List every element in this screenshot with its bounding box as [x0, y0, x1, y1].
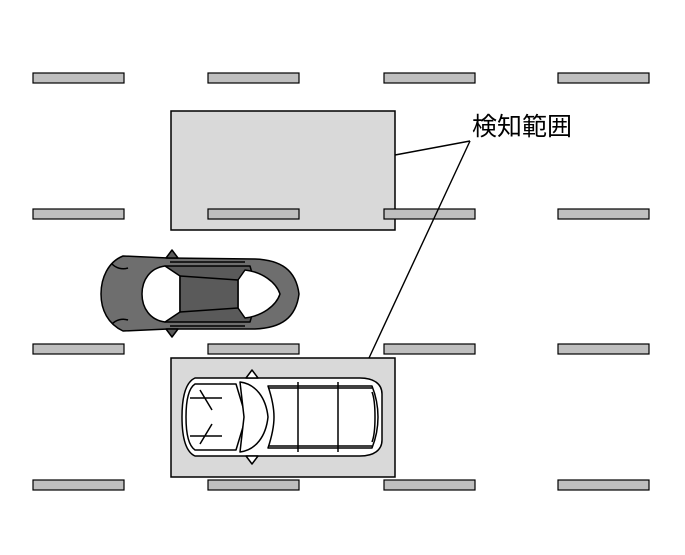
own-vehicle-mirror-top: [245, 369, 259, 379]
own-vehicle-hood: [185, 383, 247, 451]
parked-sedan-roof: [179, 275, 239, 313]
lane-mark-r3-c2: [207, 343, 300, 355]
own-vehicle-grille-lines: [190, 389, 222, 445]
lane-markings: [32, 72, 650, 491]
detection-range-label: 検知範囲: [472, 112, 572, 141]
parked-sedan-windshield: [141, 265, 181, 323]
lane-mark-r4-c3: [383, 479, 476, 491]
lane-mark-r4-c1: [32, 479, 125, 491]
parked-sedan-headlight-bottom: [111, 318, 129, 325]
leader-line-upper: [394, 140, 471, 156]
own-vehicle-rear-window: [371, 391, 376, 443]
lane-mark-r1-c1: [32, 72, 125, 84]
parked-sedan-mirror-top: [165, 249, 179, 259]
own-vehicle-windshield: [239, 381, 269, 453]
lane-mark-r2-c1: [32, 208, 125, 220]
lane-mark-r4-c4: [557, 479, 650, 491]
parked-sedan-headlight-top: [111, 263, 129, 270]
lane-markings-overlay: [207, 208, 476, 220]
lane-mark-r3-c4: [557, 343, 650, 355]
lane-mark-r3-c1: [32, 343, 125, 355]
lane-markings-lower-overlay: [207, 343, 476, 491]
parked-sedan-mirror-bottom: [165, 328, 179, 338]
lane-mark-r2-c2: [207, 208, 300, 220]
leader-line-lower: [368, 140, 471, 359]
lane-mark-r3-c3: [383, 343, 476, 355]
lane-mark-r4-c2: [207, 479, 300, 491]
own-vehicle-minivan: [181, 369, 383, 465]
label-leader-lines: [368, 140, 471, 359]
own-vehicle-mirror-bottom: [245, 455, 259, 465]
lane-mark-r1-c3: [383, 72, 476, 84]
parked-sedan-rear-window: [237, 269, 281, 319]
lane-mark-r2-c3: [383, 208, 476, 220]
parked-sedan: [100, 249, 300, 338]
lane-mark-r1-c2: [207, 72, 300, 84]
own-vehicle-roof: [267, 385, 379, 449]
lane-mark-r2-c4: [557, 208, 650, 220]
lane-mark-r1-c4: [557, 72, 650, 84]
